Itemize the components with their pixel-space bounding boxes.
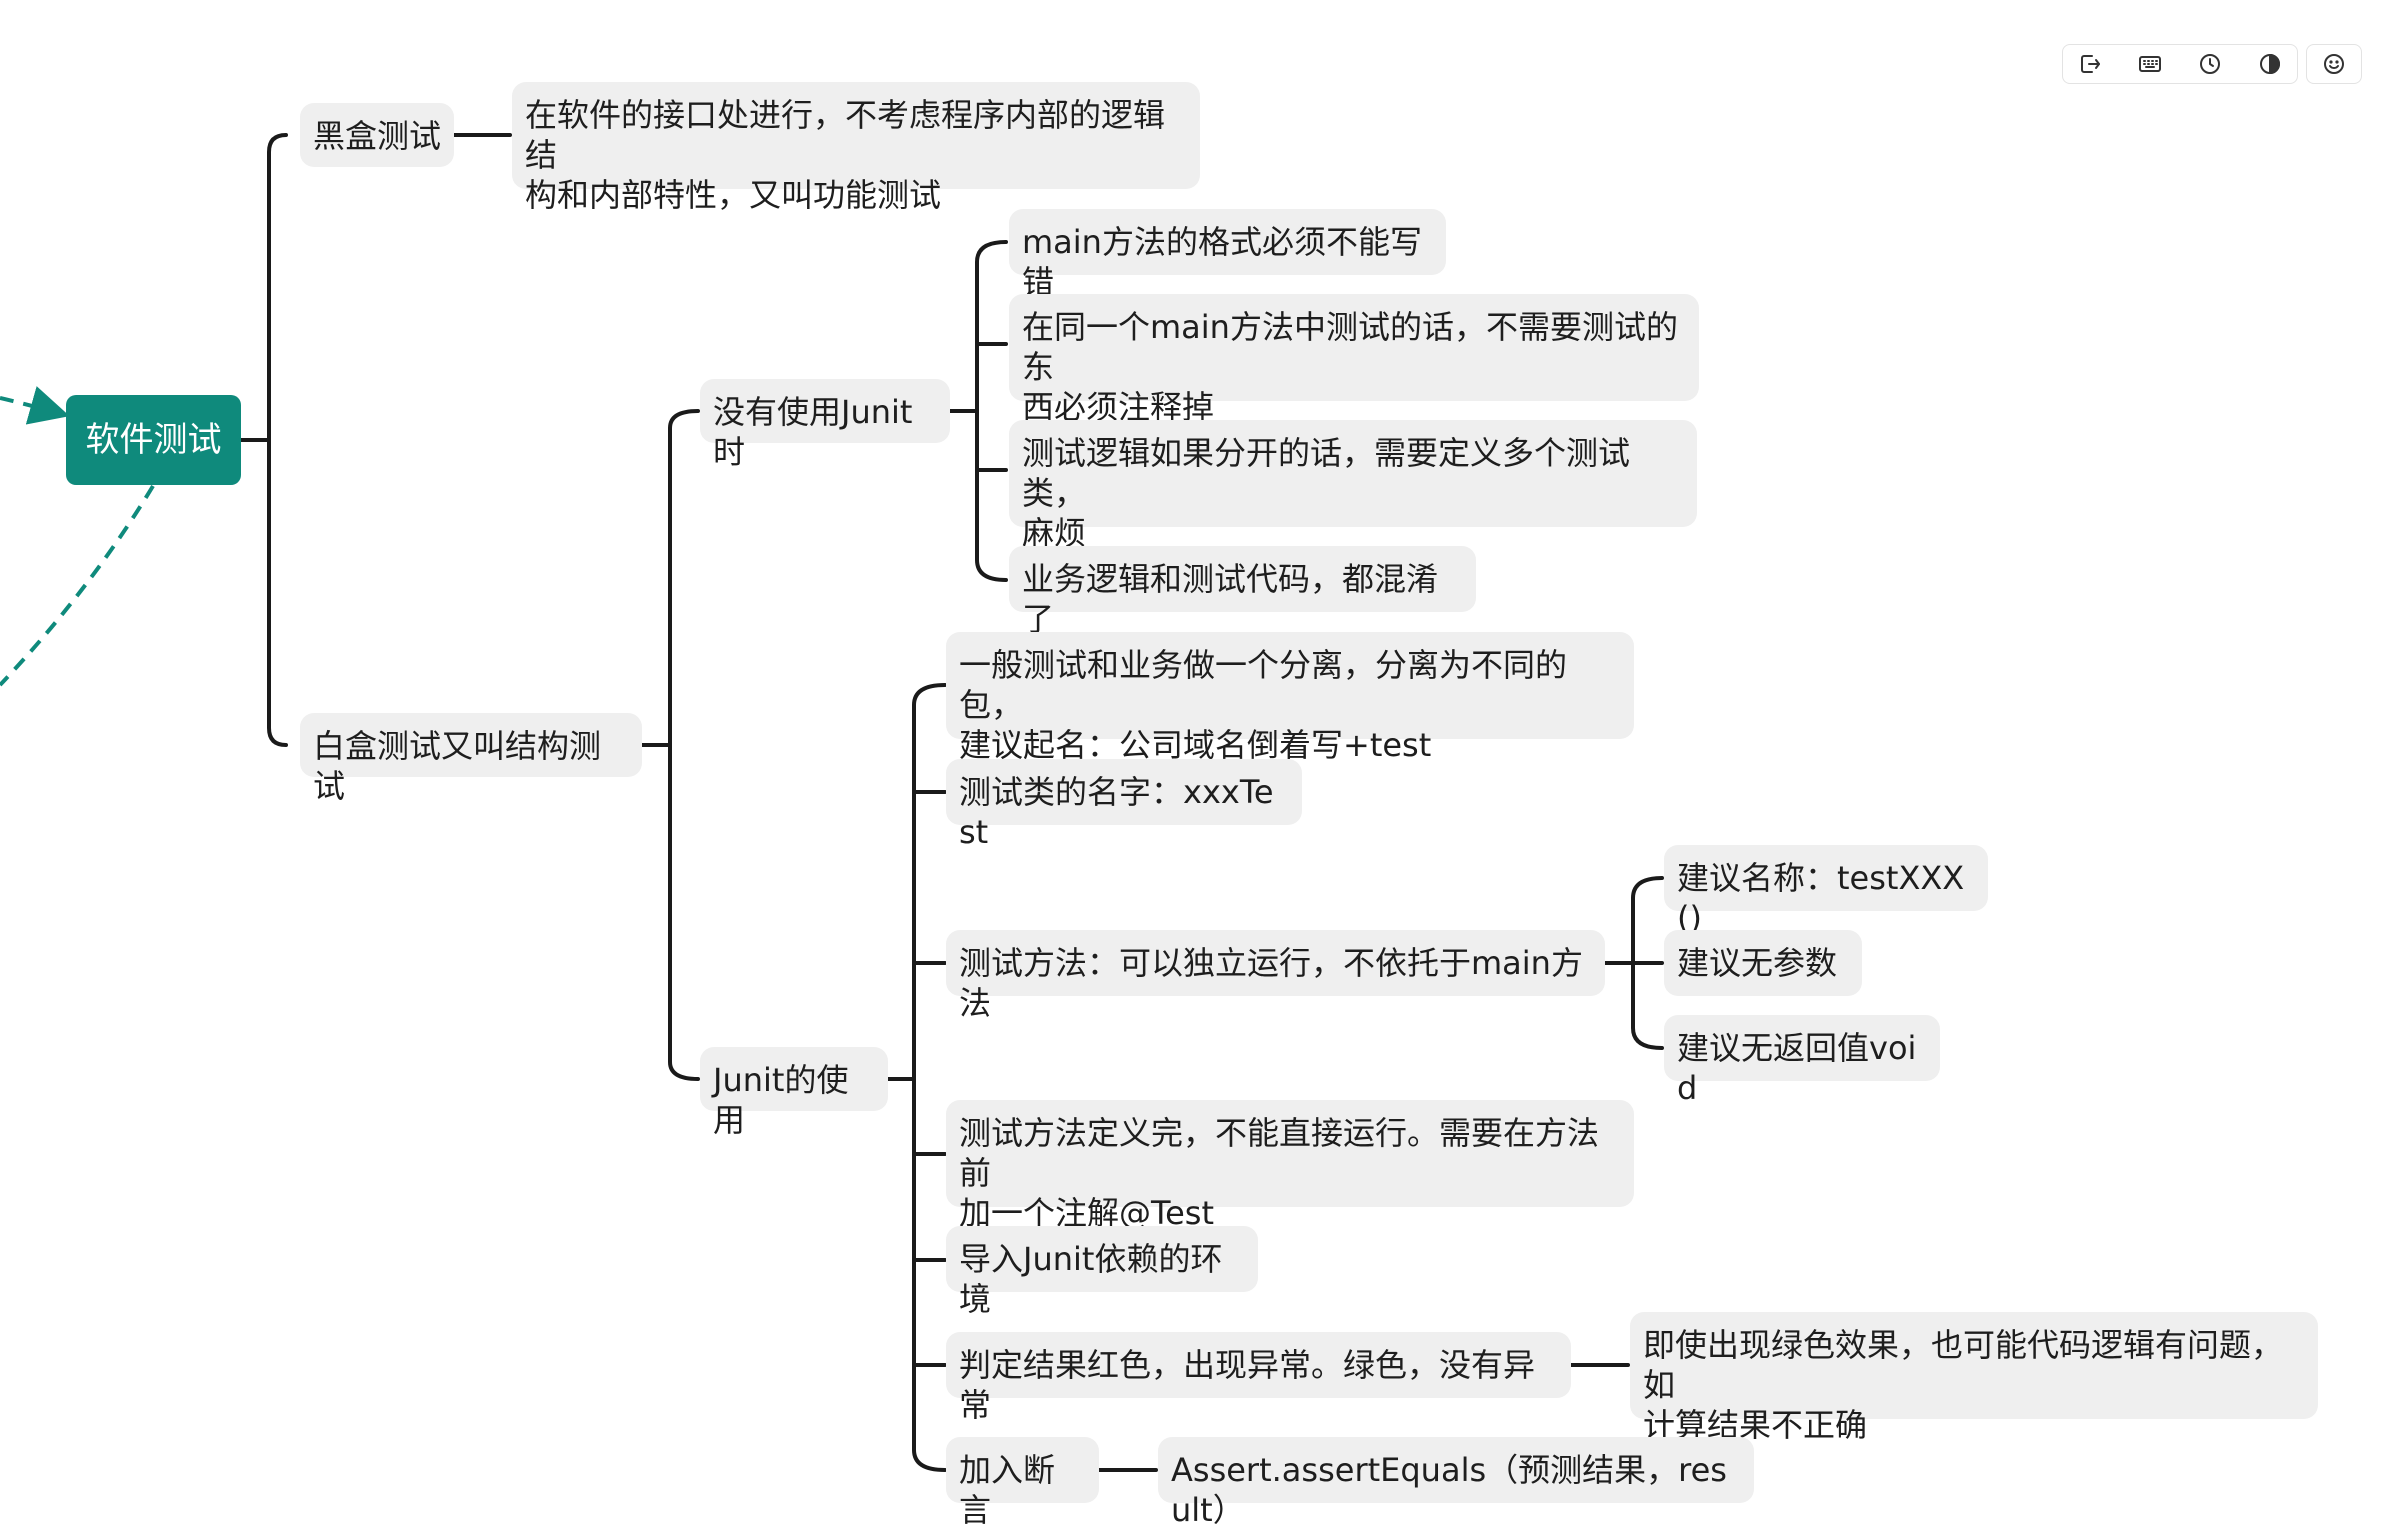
node-junit-item-7[interactable]: 加入断言 xyxy=(946,1437,1099,1529)
node-method-sub-2[interactable]: 建议无参数 xyxy=(1664,930,1862,996)
edge-whitebox-spine xyxy=(668,409,700,1081)
node-junit-item-1[interactable]: 一般测试和业务做一个分离，分离为不同的包， 建议起名：公司域名倒着写+test xyxy=(946,632,1634,764)
node-junit-item-2[interactable]: 测试类的名字：xxxTest xyxy=(946,759,1302,851)
node-method-sub-1[interactable]: 建议名称：testXXX() xyxy=(1664,845,1988,937)
node-blackbox[interactable]: 黑盒测试 xyxy=(300,103,454,167)
node-junit-item-3[interactable]: 测试方法：可以独立运行，不依托于main方法 xyxy=(946,930,1605,1022)
relationship-line-outgoing xyxy=(0,484,155,687)
node-whitebox[interactable]: 白盒测试又叫结构测试 xyxy=(300,713,642,805)
export-icon[interactable] xyxy=(2073,47,2107,81)
contrast-icon[interactable] xyxy=(2253,47,2287,81)
node-nojunit-item-4[interactable]: 业务逻辑和测试代码，都混淆了 xyxy=(1009,546,1476,638)
node-junit-item-5[interactable]: 导入Junit依赖的环境 xyxy=(946,1226,1258,1318)
node-nojunit-item-3[interactable]: 测试逻辑如果分开的话，需要定义多个测试类， 麻烦 xyxy=(1009,420,1697,552)
edge-nojunit-spine xyxy=(975,240,1008,582)
node-nojunit-item-1[interactable]: main方法的格式必须不能写错 xyxy=(1009,209,1446,301)
edge-junit-spine xyxy=(912,683,947,1472)
node-junit-item-6[interactable]: 判定结果红色，出现异常。绿色，没有异常 xyxy=(946,1332,1571,1424)
node-nojunit-item-2[interactable]: 在同一个main方法中测试的话，不需要测试的东 西必须注释掉 xyxy=(1009,294,1699,426)
node-no-junit[interactable]: 没有使用Junit时 xyxy=(700,379,950,471)
history-icon[interactable] xyxy=(2193,47,2227,81)
node-method-sub-3[interactable]: 建议无返回值void xyxy=(1664,1015,1940,1107)
edge-root-spine xyxy=(267,133,288,747)
node-assert-sub[interactable]: Assert.assertEquals（预测结果，result） xyxy=(1158,1437,1754,1529)
toolbar-group-main xyxy=(2062,44,2298,84)
node-junit-item-4[interactable]: 测试方法定义完，不能直接运行。需要在方法前 加一个注解@Test xyxy=(946,1100,1634,1232)
node-result-sub[interactable]: 即使出现绿色效果，也可能代码逻辑有问题，如 计算结果不正确 xyxy=(1630,1312,2318,1444)
node-junit-usage[interactable]: Junit的使用 xyxy=(700,1047,888,1139)
view-toolbar xyxy=(2062,44,2362,84)
smiley-icon[interactable] xyxy=(2317,47,2351,81)
root-node[interactable]: 软件测试 xyxy=(66,395,241,485)
node-blackbox-desc[interactable]: 在软件的接口处进行，不考虑程序内部的逻辑结 构和内部特性，又叫功能测试 xyxy=(512,82,1200,214)
keyboard-icon[interactable] xyxy=(2133,47,2167,81)
toolbar-group-feedback xyxy=(2306,44,2362,84)
relationship-line-incoming xyxy=(0,386,70,425)
